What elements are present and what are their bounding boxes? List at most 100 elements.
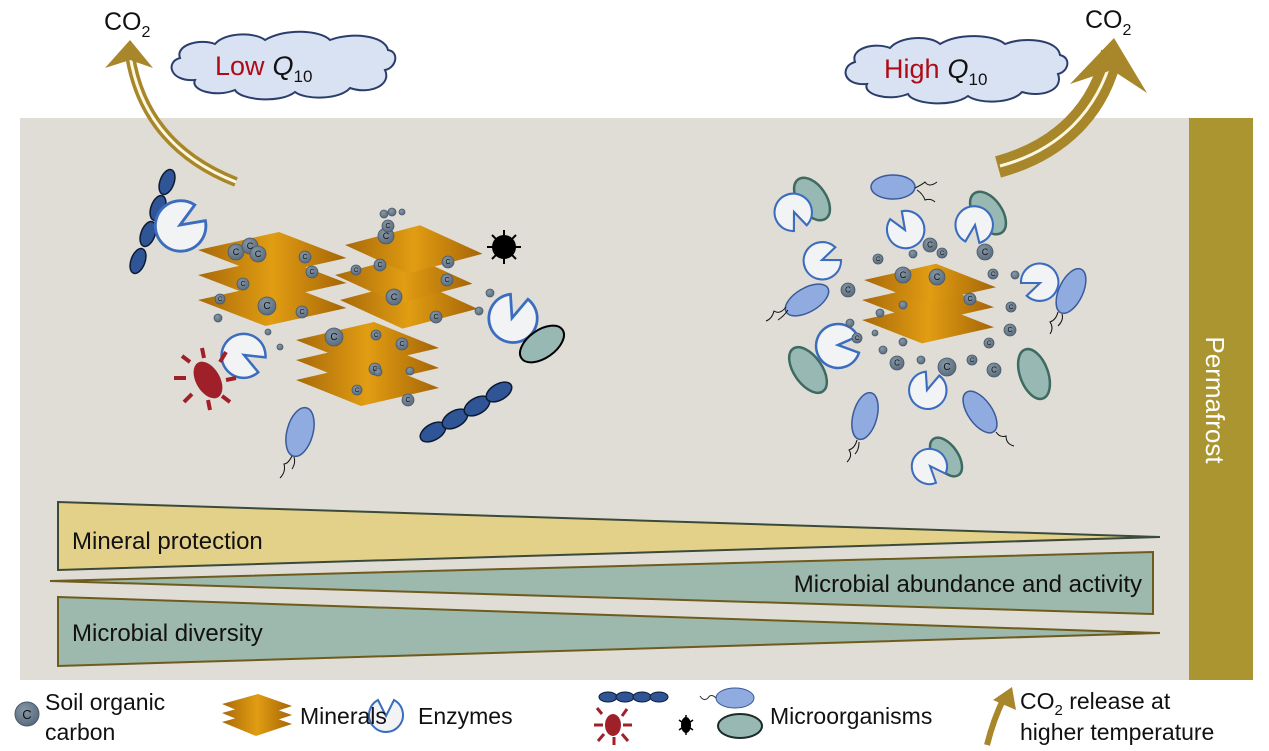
carbon-particle-icon [966, 354, 978, 366]
carbon-particle-icon [875, 308, 885, 318]
carbon-particle-icon: C [330, 332, 337, 343]
permafrost-bar: Permafrost [1189, 118, 1253, 680]
svg-text:Mineral protection: Mineral protection [72, 528, 263, 555]
carbon-particle-icon [908, 249, 918, 259]
carbon-particle-icon: C [934, 272, 941, 282]
carbon-particle-icon: C [1009, 305, 1014, 311]
svg-text:Microbial diversity: Microbial diversity [72, 620, 263, 647]
carbon-particle-icon: C [970, 358, 975, 364]
co2-label-left: CO2 [104, 8, 151, 41]
carbon-particle-icon: C [894, 358, 900, 367]
carbon-particle-icon [401, 393, 415, 407]
carbon-particle-icon [936, 247, 948, 259]
carbon-particle-icon [845, 318, 855, 328]
carbon-particle-icon [894, 266, 912, 284]
cloud-low-level: Low [215, 51, 265, 81]
carbon-icon [14, 701, 40, 727]
carbon-particle-icon [986, 362, 1002, 378]
carbon-particle-icon: C [845, 285, 851, 294]
legend: C Soil organic carbon Minerals Enzymes M… [14, 687, 1214, 746]
legend-minerals: Minerals [300, 703, 387, 729]
carbon-particle-icon [387, 207, 397, 217]
carbon-particle-icon [474, 306, 484, 316]
svg-text:higher temperature: higher temperature [1020, 719, 1214, 745]
carbon-particle-icon: C [355, 388, 360, 394]
legend-microorganisms: Microorganisms [770, 703, 932, 729]
carbon-particle-icon: C [982, 247, 989, 257]
light-blue-microbe-icon [870, 174, 916, 200]
teal-microbe-icon [1016, 347, 1052, 401]
svg-text:CO2: CO2 [104, 8, 151, 41]
co2-label-right: CO2 [1085, 6, 1132, 39]
carbon-particle-icon [398, 208, 406, 216]
carbon-particle-icon [236, 277, 250, 291]
legend-labels: C Soil organic carbon Minerals Enzymes M… [22, 688, 1214, 745]
carbon-particle-icon [928, 268, 946, 286]
carbon-particle-icon [351, 384, 363, 396]
carbon-particle-icon [227, 243, 245, 261]
carbon-particle-icon [878, 345, 888, 355]
microorganisms-icon [594, 687, 763, 745]
carbon-particle-icon [379, 209, 389, 219]
carbon-particle-icon [1005, 301, 1017, 313]
svg-text:Microorganisms: Microorganisms [770, 703, 932, 729]
carbon-particle-icon [871, 329, 879, 337]
svg-text:CO2 release at: CO2 release at [1020, 688, 1171, 719]
carbon-particle-icon: C [383, 231, 390, 241]
carbon-particle-icon [373, 367, 383, 377]
carbon-particle-icon [937, 357, 957, 377]
carbon-particle-icon [440, 273, 454, 287]
legend-soil-organic-carbon: Soil organic carbon [45, 689, 165, 745]
carbon-particle-icon: C [987, 341, 992, 347]
carbon-particle-icon: C [927, 240, 933, 249]
carbon-particle-icon [395, 337, 409, 351]
carbon-particle-icon: C [900, 270, 907, 280]
svg-text:carbon: carbon [45, 719, 115, 745]
svg-text:CO2: CO2 [1085, 6, 1132, 39]
light-blue-microbe-icon [962, 390, 998, 434]
carbon-particle-icon [872, 253, 884, 265]
carbon-particle-icon: C [385, 223, 390, 230]
carbon-particle-icon: C [391, 292, 398, 302]
carbon-particle-icon: C [433, 314, 438, 321]
svg-text:Enzymes: Enzymes [418, 703, 513, 729]
co2-arrow-high-icon [994, 38, 1147, 178]
carbon-particle-icon [350, 264, 362, 276]
carbon-particle-icon: C [444, 277, 449, 284]
carbon-particle-icon: C [399, 341, 404, 348]
carbon-particle-icon: C [405, 397, 410, 404]
light-blue-microbe-icon [851, 391, 879, 441]
carbon-particle-icon: C [233, 247, 240, 257]
carbon-particle-icon: C [255, 249, 262, 259]
carbon-particle-icon: C [309, 269, 314, 276]
carbon-particle-icon: C [354, 268, 359, 274]
carbon-particle-icon: C [240, 281, 245, 288]
gradient-microbial-abundance: Microbial abundance and activity [49, 550, 1154, 616]
enzyme-icon [368, 698, 404, 733]
carbon-particle-icon: C [302, 254, 307, 261]
legend-co2-release: CO2 release at higher temperature [1020, 688, 1214, 745]
carbon-particle-icon [213, 313, 223, 323]
permafrost-label: Permafrost [1200, 336, 1230, 464]
right-microbes [765, 174, 1087, 492]
carbon-particle-icon [373, 258, 387, 272]
carbon-particle-icon [976, 243, 994, 261]
carbon-particle-icon [840, 282, 856, 298]
carbon-particle-icon [324, 327, 344, 347]
carbon-particle-icon [441, 255, 455, 269]
carbon-particle-icon [898, 337, 908, 347]
teal-microbe-icon [519, 324, 565, 364]
carbon-particle-icon [1010, 270, 1020, 280]
carbon-particle-icon [276, 343, 284, 351]
legend-enzymes: Enzymes [418, 703, 513, 729]
carbon-particle-icon: C [377, 262, 382, 269]
carbon-particle-icon [922, 237, 938, 253]
carbon-particle-icon [257, 296, 277, 316]
carbon-particle-icon: C [991, 365, 997, 374]
carbon-particle-icon [305, 265, 319, 279]
